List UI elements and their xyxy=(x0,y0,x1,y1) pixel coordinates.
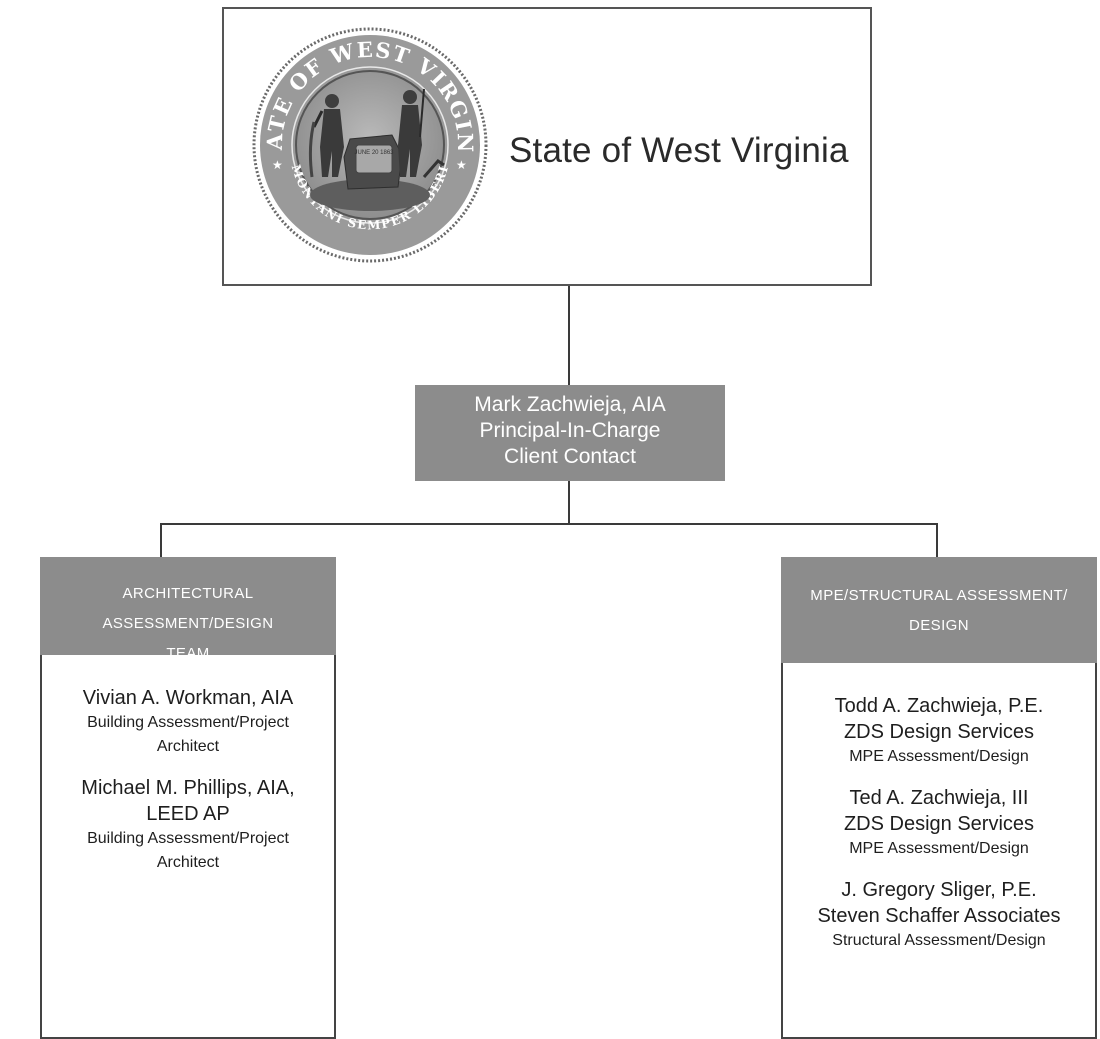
team-member: Michael M. Phillips, AIA, LEED AP Buildi… xyxy=(42,775,334,875)
team-member: Vivian A. Workman, AIA Building Assessme… xyxy=(42,685,334,759)
member-org: ZDS Design Services xyxy=(843,813,1035,835)
principal-title: Principal-In-Charge xyxy=(479,419,661,442)
mpe-team-body: Todd A. Zachwieja, P.E. ZDS Design Servi… xyxy=(781,663,1097,1039)
team-member: Ted A. Zachwieja, III ZDS Design Service… xyxy=(783,785,1095,861)
client-title: State of West Virginia xyxy=(509,131,849,170)
member-role: Building Assessment/Project xyxy=(87,714,289,731)
seal-rock-date: JUNE 20 1863 xyxy=(354,150,394,156)
connector-to-mpe-team xyxy=(936,523,938,557)
principal-role: Client Contact xyxy=(504,445,636,468)
mpe-team-header: MPE/STRUCTURAL ASSESSMENT/ DESIGN xyxy=(781,557,1097,663)
architectural-header-line1: ARCHITECTURAL ASSESSMENT/DESIGN xyxy=(102,585,274,632)
member-name: Ted A. Zachwieja, III xyxy=(849,787,1029,809)
principal-box: Mark Zachwieja, AIA Principal-In-Charge … xyxy=(415,385,725,481)
member-name: Michael M. Phillips, AIA, xyxy=(81,777,295,799)
member-role: MPE Assessment/Design xyxy=(849,748,1029,765)
client-box: STATE OF WEST VIRGINIA MONTANI SEMPER LI… xyxy=(222,7,872,286)
team-member: Todd A. Zachwieja, P.E. ZDS Design Servi… xyxy=(783,693,1095,769)
principal-name: Mark Zachwieja, AIA xyxy=(474,393,666,416)
member-role: Building Assessment/Project xyxy=(87,830,289,847)
connector-to-arch-team xyxy=(160,523,162,557)
member-org: ZDS Design Services xyxy=(843,721,1035,743)
member-role: MPE Assessment/Design xyxy=(849,840,1029,857)
member-role: Structural Assessment/Design xyxy=(832,932,1046,949)
connector-horizontal xyxy=(160,523,938,525)
west-virginia-seal-icon: STATE OF WEST VIRGINIA MONTANI SEMPER LI… xyxy=(252,27,488,263)
seal-star-left-icon: ★ xyxy=(272,158,283,172)
member-org: Steven Schaffer Associates xyxy=(817,905,1061,927)
connector-client-to-principal xyxy=(568,286,570,385)
architectural-team-body: Vivian A. Workman, AIA Building Assessme… xyxy=(40,655,336,1039)
member-credential: LEED AP xyxy=(146,803,230,825)
architectural-team-header: ARCHITECTURAL ASSESSMENT/DESIGN TEAM xyxy=(40,557,336,662)
member-name: Todd A. Zachwieja, P.E. xyxy=(834,695,1044,717)
member-role: Architect xyxy=(156,854,220,871)
member-name: Vivian A. Workman, AIA xyxy=(82,687,294,709)
mpe-header-line1: MPE/STRUCTURAL ASSESSMENT/ xyxy=(810,587,1068,604)
seal-star-right-icon: ★ xyxy=(456,158,467,172)
team-member: J. Gregory Sliger, P.E. Steven Schaffer … xyxy=(783,877,1095,953)
member-role: Architect xyxy=(156,738,220,755)
mpe-header-line2: DESIGN xyxy=(909,617,969,634)
member-name: J. Gregory Sliger, P.E. xyxy=(841,879,1037,901)
connector-principal-down xyxy=(568,481,570,524)
